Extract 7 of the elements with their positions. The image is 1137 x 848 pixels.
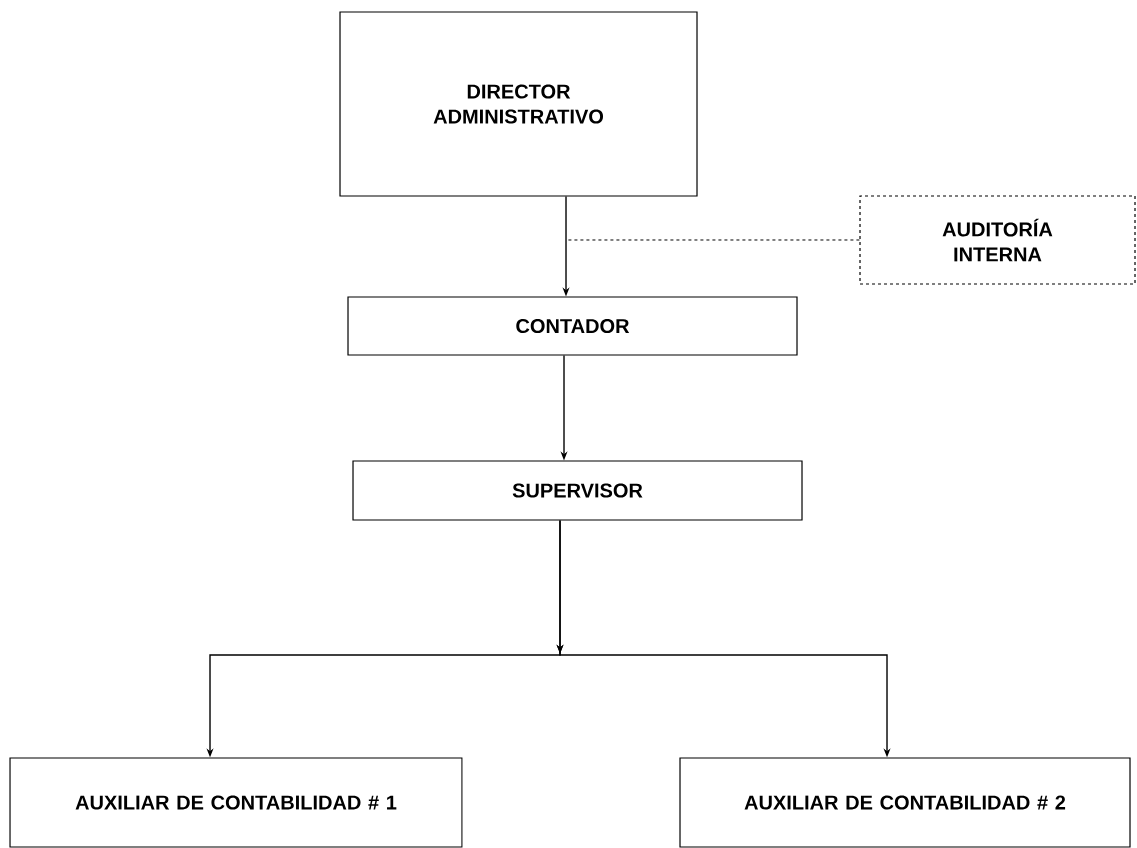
org-box: SUPERVISOR (352, 460, 803, 521)
org-box: CONTADOR (347, 296, 798, 356)
connector-line (565, 239, 860, 241)
org-box: AUXILIAR DE CONTABILIDAD # 1 (9, 757, 463, 848)
dashed-box: AUDITORÍA INTERNA (859, 195, 1136, 285)
org-box: DIRECTOR ADMINISTRATIVO (339, 11, 698, 197)
org-box: AUXILIAR DE CONTABILIDAD # 2 (679, 757, 1131, 848)
